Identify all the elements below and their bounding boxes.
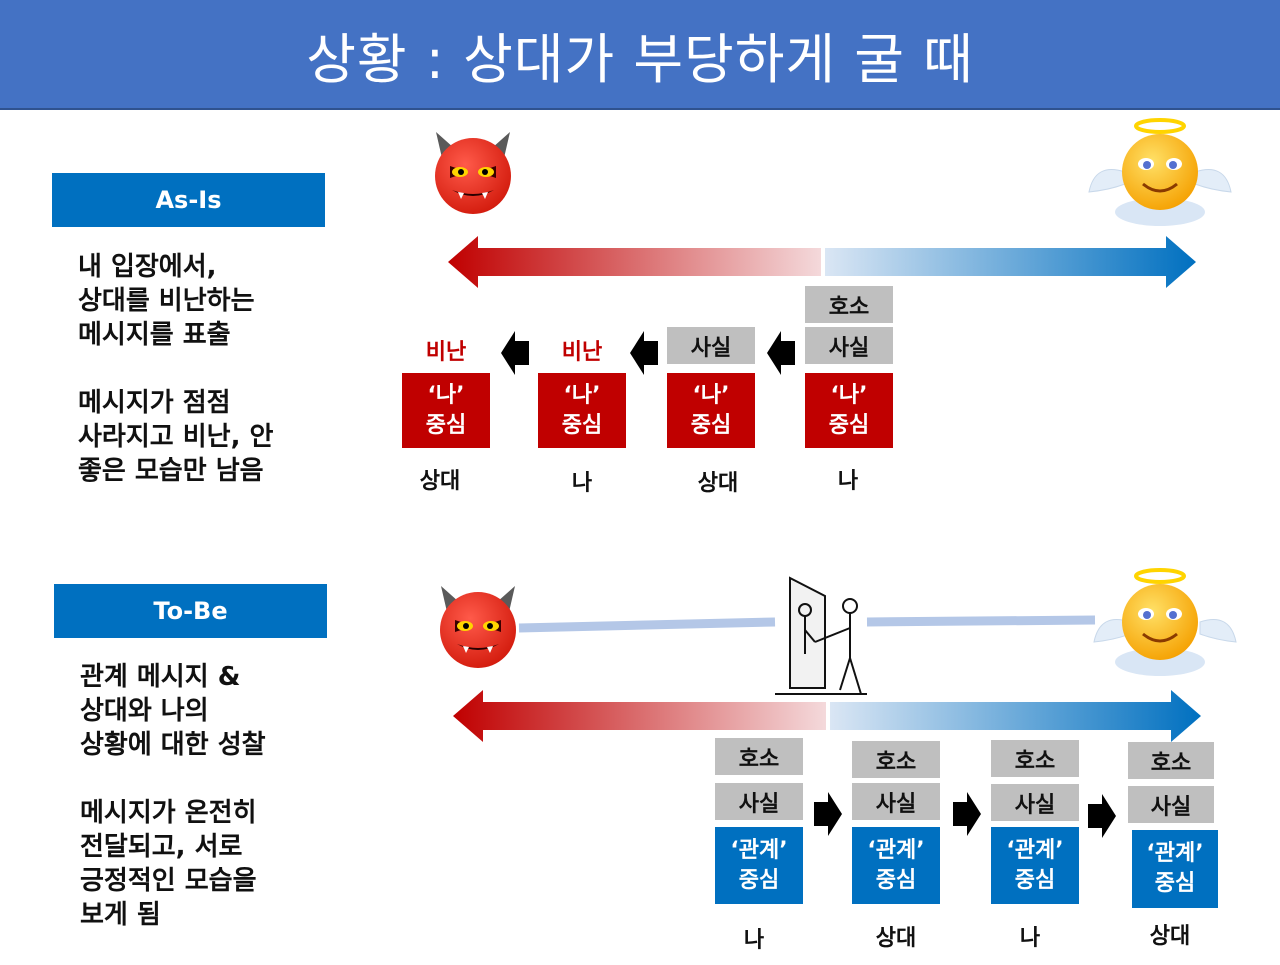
as-is-desc-line	[78, 352, 398, 386]
party-label: 상대	[419, 469, 461, 494]
to-be-description: 관계 메시지 & 상대와 나의 상황에 대한 성찰 메시지가 온전히 전달되고,…	[80, 660, 400, 932]
page-title: 상황 : 상대가 부당하게 굴 때	[306, 27, 974, 91]
arrow-left-icon	[501, 331, 529, 375]
devil-face-icon	[435, 132, 511, 214]
as-is-desc-line: 상대를 비난하는	[78, 286, 255, 316]
arrow-left-icon	[767, 331, 795, 375]
core-label: ‘관계’	[1146, 841, 1204, 866]
fact-box: 사실	[715, 783, 803, 820]
as-is-desc-line: 좋은 모습만 남음	[78, 456, 264, 486]
arrow-right-icon	[953, 792, 981, 836]
fact-box: 사실	[991, 784, 1079, 821]
as-is-double-arrow	[448, 236, 1196, 288]
to-be-desc-line: 보게 됨	[80, 900, 161, 930]
party-label: 나	[1019, 926, 1041, 951]
fact-label: 사실	[828, 335, 870, 361]
core-label: 중심	[875, 867, 917, 893]
to-be-label-text: To-Be	[153, 597, 228, 625]
connection-line-right	[866, 615, 1096, 627]
fact-box: 사실	[852, 783, 940, 820]
core-label: ‘관계’	[1006, 837, 1064, 863]
fact-label: 사실	[1014, 792, 1056, 818]
fact-label: 사실	[875, 791, 917, 817]
relationship-centered-box: ‘관계’ 중심	[1132, 830, 1218, 908]
me-centered-box: ‘나’ 중심	[805, 373, 893, 448]
fact-label: 사실	[690, 335, 732, 361]
appeal-box: 호소	[805, 286, 893, 323]
angel-face-icon	[1088, 118, 1232, 226]
as-is-description: 내 입장에서, 상대를 비난하는 메시지를 표출 메시지가 점점 사라지고 비난…	[78, 250, 398, 488]
to-be-double-arrow	[453, 690, 1201, 742]
arrow-left-icon	[453, 690, 826, 742]
fact-box: 사실	[1128, 786, 1214, 823]
blame-label: 비난	[561, 340, 603, 365]
to-be-desc-line: 메시지가 온전히	[80, 798, 257, 828]
appeal-label: 호소	[1150, 750, 1192, 776]
mirror-connection	[518, 576, 1096, 695]
appeal-label: 호소	[828, 294, 870, 320]
core-label: 중심	[1014, 867, 1056, 893]
me-centered-box: ‘나’ 중심	[538, 373, 626, 448]
as-is-desc-line: 내 입장에서,	[78, 252, 217, 282]
party-label: 나	[743, 928, 765, 953]
arrow-left-icon	[630, 331, 658, 375]
connection-line-left	[518, 617, 776, 633]
relationship-centered-box: ‘관계’ 중심	[991, 827, 1079, 904]
me-centered-box: ‘나’ 중심	[667, 373, 755, 448]
fact-label: 사실	[738, 791, 780, 817]
to-be-desc-line: 전달되고, 서로	[80, 832, 243, 862]
fact-box: 사실	[667, 327, 755, 364]
party-label: 상대	[697, 471, 739, 496]
to-be-desc-line: 상황에 대한 성찰	[80, 730, 266, 760]
arrow-right-icon	[1088, 794, 1116, 838]
as-is-desc-line: 메시지를 표출	[78, 320, 231, 350]
appeal-box: 호소	[852, 741, 940, 778]
core-label: 중심	[561, 412, 603, 438]
relationship-centered-box: ‘관계’ 중심	[852, 827, 940, 904]
core-label: ‘나’	[427, 382, 465, 408]
as-is-label: As-Is	[52, 173, 325, 227]
fact-label: 사실	[1150, 794, 1192, 820]
to-be-label: To-Be	[54, 584, 327, 638]
as-is-label-text: As-Is	[155, 186, 222, 214]
party-label: 나	[837, 469, 859, 494]
arrow-right-icon	[814, 792, 842, 836]
core-label: 중심	[1154, 871, 1196, 896]
party-label: 상대	[875, 926, 917, 951]
me-centered-box: ‘나’ 중심	[402, 373, 490, 448]
core-label: 중심	[738, 867, 780, 893]
core-label: ‘나’	[830, 382, 868, 408]
core-label: 중심	[425, 412, 467, 438]
appeal-box: 호소	[1128, 742, 1214, 779]
as-is-desc-line: 메시지가 점점	[78, 388, 231, 418]
arrow-left-icon	[448, 236, 821, 288]
appeal-label: 호소	[875, 749, 917, 775]
arrow-right-icon	[825, 236, 1196, 288]
title-bar: 상황 : 상대가 부당하게 굴 때	[0, 0, 1280, 110]
core-label: ‘관계’	[867, 837, 925, 863]
party-label: 나	[571, 471, 593, 496]
relationship-centered-box: ‘관계’ 중심	[715, 827, 803, 904]
devil-face-icon	[440, 586, 516, 668]
core-label: ‘관계’	[730, 837, 788, 863]
angel-face-icon	[1093, 568, 1237, 676]
blame-label: 비난	[425, 340, 467, 365]
person-mirror-icon	[775, 576, 867, 695]
appeal-box: 호소	[715, 738, 803, 775]
arrow-right-icon	[830, 690, 1201, 742]
to-be-desc-line: 긍정적인 모습을	[80, 866, 257, 896]
core-label: 중심	[828, 412, 870, 438]
to-be-desc-line: 관계 메시지 &	[80, 662, 241, 692]
appeal-label: 호소	[738, 746, 780, 772]
to-be-desc-line	[80, 762, 400, 796]
core-label: ‘나’	[692, 382, 730, 408]
fact-box: 사실	[805, 327, 893, 364]
party-label: 상대	[1149, 924, 1191, 949]
as-is-desc-line: 사라지고 비난, 안	[78, 422, 274, 452]
appeal-box: 호소	[991, 740, 1079, 777]
core-label: 중심	[690, 412, 732, 438]
core-label: ‘나’	[563, 382, 601, 408]
to-be-desc-line: 상대와 나의	[80, 696, 209, 726]
appeal-label: 호소	[1014, 748, 1056, 774]
